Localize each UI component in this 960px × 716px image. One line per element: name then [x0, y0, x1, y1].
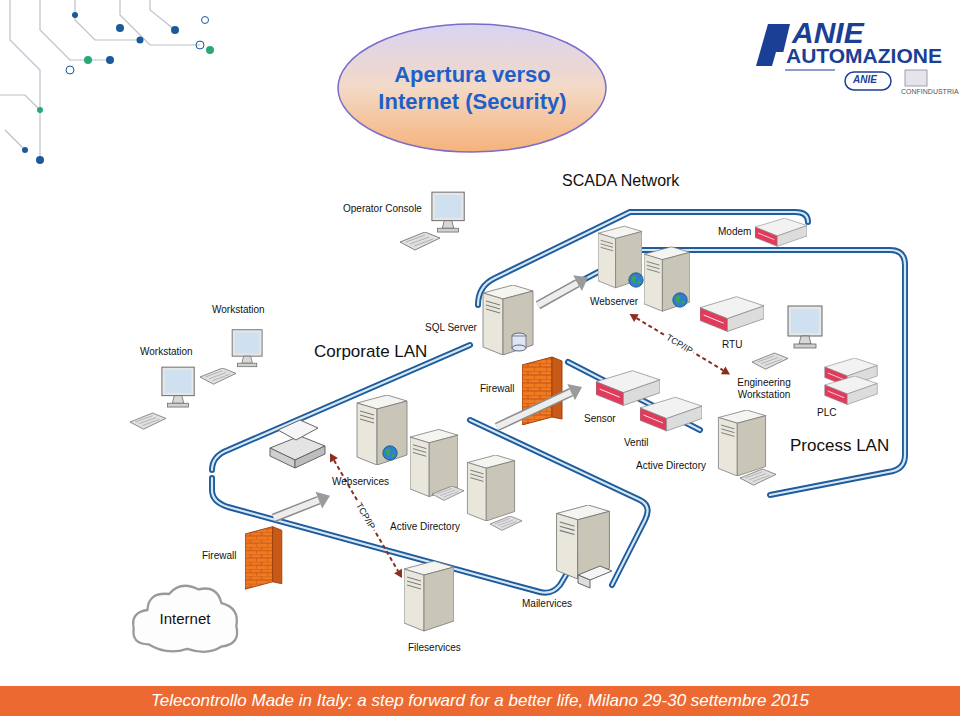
logo-text: CONFINDUSTRIA — [901, 88, 959, 96]
title-text: Apertura verso Internet (Security) — [365, 61, 580, 115]
device-node: Mailervices — [520, 505, 612, 612]
arrow-body — [497, 392, 571, 427]
logo-text: AUTOMAZIONE — [786, 44, 942, 68]
arrow-head — [394, 569, 402, 578]
device-node: Firewall — [478, 355, 572, 427]
device-node: Operator Console — [340, 188, 468, 254]
arrow-body — [274, 500, 319, 518]
device-node: Engineering Workstation — [730, 303, 828, 405]
device-label: Sensor — [584, 413, 616, 425]
device-label: Modem — [718, 226, 751, 238]
arrow-head — [721, 366, 730, 374]
device-label: RTU — [722, 339, 742, 351]
device-node: Workstation — [200, 302, 270, 392]
device-label: Active Directory — [390, 521, 460, 533]
device-node: Firewall — [200, 518, 292, 596]
segment-label: SCADA Network — [562, 172, 679, 190]
arrow-head — [630, 314, 639, 322]
device-node: Webserver — [588, 222, 692, 314]
device-label: Firewall — [480, 383, 514, 395]
segment-label: Corporate LAN — [314, 342, 427, 362]
arrow-head — [573, 275, 588, 291]
edge-label: TCP/IP — [353, 499, 378, 533]
device-node: Fileservices — [402, 558, 470, 658]
tcpip-link — [630, 314, 730, 374]
device-node: Active Directory — [388, 455, 522, 537]
arrow-body — [538, 283, 578, 305]
dashed-line — [636, 318, 723, 370]
device-node: RTU — [698, 294, 768, 353]
device-label: Fileservices — [408, 642, 461, 654]
cloud-label: Internet — [128, 610, 242, 627]
device-label: SQL Server — [425, 322, 477, 334]
device-node: Ventil — [622, 394, 702, 451]
arrow-body — [274, 500, 319, 518]
arrow-head — [567, 384, 582, 400]
arrow-body — [538, 283, 578, 305]
arrow-body — [497, 392, 571, 427]
device-label: Operator Console — [343, 203, 422, 215]
device-node: Sensor — [582, 370, 662, 427]
device-label: Engineering Workstation — [732, 377, 796, 401]
caption-text: Telecontrollo Made in Italy: a step forw… — [0, 686, 960, 716]
device-label: Ventil — [624, 437, 648, 449]
device-label: Webservices — [332, 476, 389, 488]
device-node: Webservices — [330, 395, 462, 501]
footer-bar: Telecontrollo Made in Italy: a step forw… — [0, 686, 960, 716]
cloud-node: Internet — [128, 578, 242, 658]
device-node: PLC — [815, 358, 887, 421]
arrow-head — [330, 453, 338, 462]
traffic-arrow — [274, 492, 330, 518]
device-label: Workstation — [212, 304, 265, 316]
device-label: PLC — [817, 407, 836, 419]
device-node: Workstation — [128, 344, 198, 436]
device-label: Mailervices — [522, 598, 572, 610]
segment-label: Process LAN — [790, 436, 889, 456]
device-label: Webserver — [590, 296, 638, 308]
device-label: Active Directory — [636, 460, 706, 472]
device-node: Modem — [716, 212, 808, 252]
device-node: Active Directory — [634, 410, 776, 490]
device-node: SQL Server — [424, 283, 538, 357]
edge-label: TCP/IP — [663, 331, 696, 357]
device-label: Firewall — [202, 550, 236, 562]
device-label: Workstation — [140, 346, 193, 358]
logo-text: ANIE — [853, 74, 877, 86]
traffic-arrow — [538, 275, 588, 305]
tcpip-link — [330, 453, 402, 578]
arrow-head — [316, 492, 330, 509]
